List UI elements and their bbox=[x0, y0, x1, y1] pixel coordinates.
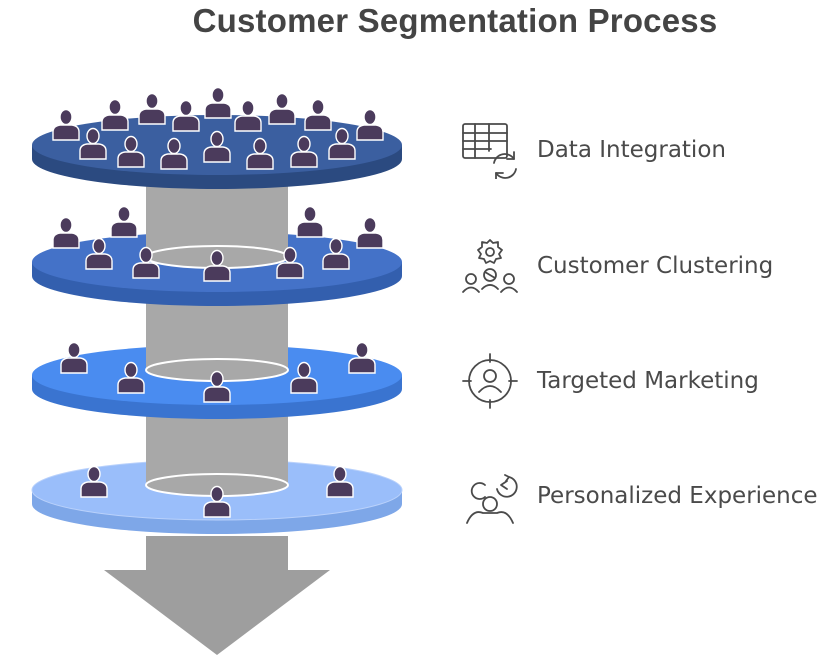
person-icon bbox=[138, 92, 166, 125]
person-icon bbox=[356, 108, 384, 141]
data-integration-icon bbox=[462, 123, 517, 179]
step-label-targeted-marketing: Targeted Marketing bbox=[537, 368, 759, 394]
step-label-data-integration: Data Integration bbox=[537, 137, 726, 163]
person-icon bbox=[296, 205, 324, 238]
targeted-marketing-icon bbox=[462, 353, 518, 409]
person-icon bbox=[356, 216, 384, 249]
diagram-title: Customer Segmentation Process bbox=[192, 2, 718, 39]
person-icon bbox=[110, 205, 138, 238]
step-label-customer-clustering: Customer Clustering bbox=[537, 253, 774, 279]
step-label-personalized-experience: Personalized Experience bbox=[537, 483, 818, 509]
person-icon bbox=[52, 108, 80, 141]
down-arrow bbox=[104, 536, 330, 655]
person-icon bbox=[52, 216, 80, 249]
person-icon bbox=[304, 98, 332, 131]
person-icon bbox=[101, 98, 129, 131]
person-icon bbox=[204, 86, 232, 119]
personalized-experience-icon bbox=[466, 474, 518, 524]
customer-clustering-icon bbox=[462, 239, 518, 293]
person-icon bbox=[268, 92, 296, 125]
